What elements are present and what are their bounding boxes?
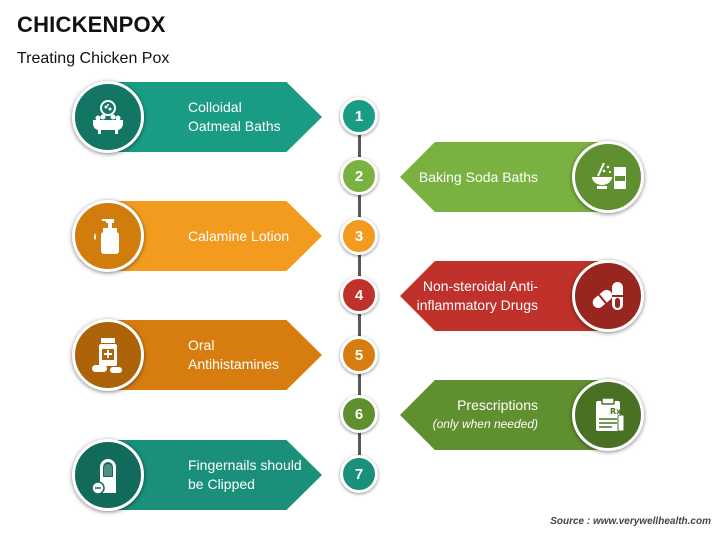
step-6-note: (only when needed): [432, 417, 538, 431]
svg-text:Rx: Rx: [610, 407, 622, 416]
step-3-label: Calamine Lotion: [188, 227, 290, 244]
step-5-label: Oral Antihistamines: [188, 337, 280, 372]
step-2-badge: [572, 141, 644, 213]
step-4-label: Non-steroidal Anti-inflammatory Drugs: [416, 278, 538, 313]
source-citation: Source : www.verywellhealth.com: [550, 516, 711, 527]
step-7-badge: [72, 439, 144, 511]
step-3-number: 3: [340, 217, 378, 255]
step-6-number: 6: [340, 395, 378, 433]
step-4-badge: [572, 260, 644, 332]
step-6-badge: Rx: [572, 379, 644, 451]
step-6-label: Prescriptions: [457, 397, 538, 413]
step-4-number: 4: [340, 276, 378, 314]
page-title: CHICKENPOX: [17, 12, 166, 37]
step-7-arrow: Fingernails should be Clipped: [100, 440, 322, 510]
bathtub-icon: [93, 100, 123, 134]
step-1-number: 1: [340, 97, 378, 135]
step-5-number: 5: [340, 336, 378, 374]
step-5-badge: [72, 319, 144, 391]
lotion-bottle-icon: [94, 219, 119, 254]
step-3-badge: [72, 200, 144, 272]
medicine-bottle-icon: [92, 338, 122, 373]
fingernail-icon: [91, 459, 116, 495]
step-1-label: Colloidal Oatmeal Baths: [188, 99, 281, 134]
page-subtitle: Treating Chicken Pox: [17, 50, 170, 67]
step-2-label: Baking Soda Baths: [418, 168, 538, 185]
baking-soda-icon: [592, 162, 626, 189]
step-7-number: 7: [340, 455, 378, 493]
prescription-icon: Rx: [596, 397, 625, 432]
step-6-text: Prescriptions (only when needed): [433, 396, 538, 434]
step-2-number: 2: [340, 157, 378, 195]
pill-icon: [592, 282, 623, 310]
step-1-badge: [72, 81, 144, 153]
step-7-label: Fingernails should be Clipped: [188, 457, 302, 492]
